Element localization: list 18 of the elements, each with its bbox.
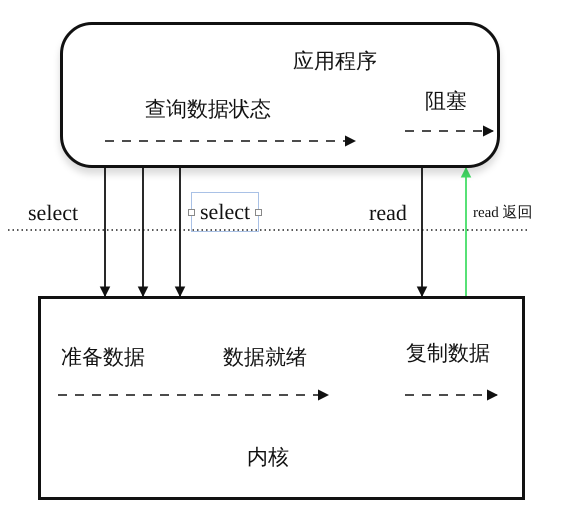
signal-label: read 返回: [473, 204, 533, 222]
arrow: [174, 168, 186, 298]
node-text: 应用程序: [293, 49, 377, 74]
arrow: [416, 168, 428, 298]
signal-label: read: [369, 200, 407, 226]
node-text: 查询数据状态: [145, 97, 271, 122]
signal-label: select: [28, 200, 78, 226]
selected-text-label: select: [191, 192, 260, 232]
node-text: 数据就绪: [223, 345, 307, 370]
node-text: 内核: [247, 445, 289, 470]
arrow: [460, 166, 472, 296]
kernel-box: [38, 296, 525, 500]
node-text: 阻塞: [425, 89, 467, 114]
node-text: 复制数据: [406, 341, 490, 366]
application-box: [60, 22, 500, 168]
node-text: 准备数据: [61, 345, 145, 370]
arrow: [138, 168, 148, 298]
arrow: [100, 168, 110, 298]
